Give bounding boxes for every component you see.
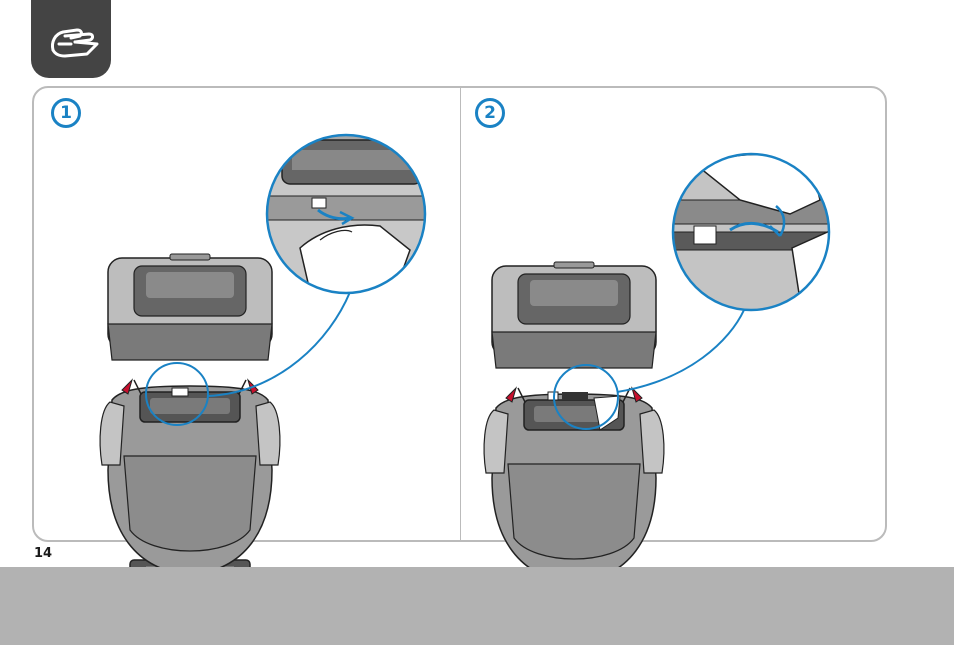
page-number: 14 <box>34 546 52 561</box>
car-seat-illustration-1 <box>100 254 280 584</box>
footer-band <box>0 567 954 645</box>
